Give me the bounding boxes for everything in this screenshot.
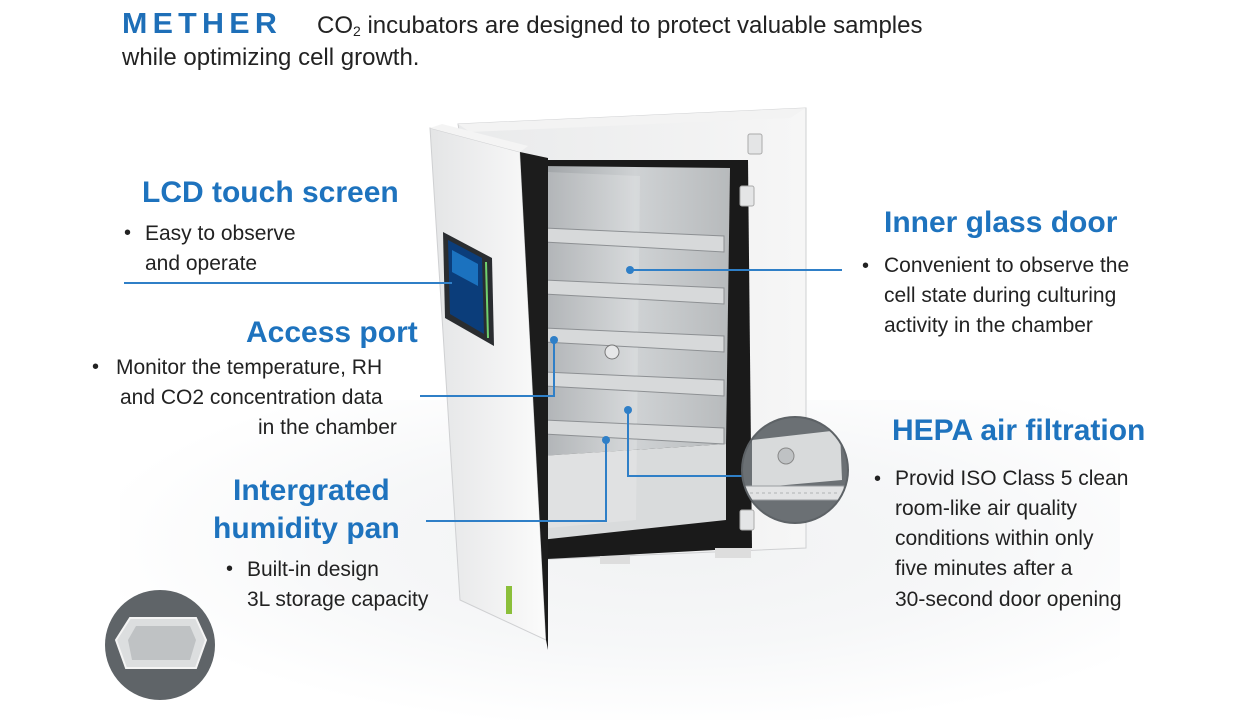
humidity-title-2: humidity pan <box>213 512 400 545</box>
outer-door <box>429 124 548 650</box>
glass-door-bullet: • <box>862 255 870 277</box>
hepa-line-1: Provid ISO Class 5 clean <box>895 467 1129 490</box>
connector-hepa-h <box>627 475 747 477</box>
tagline-co: CO <box>317 12 353 39</box>
connector-humidity-v <box>605 440 607 522</box>
connector-glass-door <box>630 269 842 271</box>
lcd-bullet: • <box>124 222 132 244</box>
lcd-line-2: and operate <box>145 252 258 275</box>
shelves <box>543 227 725 445</box>
humidity-line-1: Built-in design <box>247 558 379 581</box>
access-port-line-3: in the chamber <box>258 416 397 439</box>
tagline-subscript: 2 <box>353 23 361 39</box>
hepa-line-3: conditions within only <box>895 527 1094 550</box>
glass-door-line-2: cell state during culturing <box>884 284 1117 307</box>
humidity-bullet: • <box>226 558 234 580</box>
access-port-bullet: • <box>92 356 100 378</box>
lcd-line-1: Easy to observe <box>145 222 296 245</box>
access-port-line-2: and CO2 concentration data <box>120 386 383 409</box>
lcd-screen <box>443 232 494 346</box>
access-port-title: Access port <box>246 316 418 349</box>
humidity-title-1: Intergrated <box>233 474 390 507</box>
hepa-bullet: • <box>874 468 882 490</box>
tagline-line-1: CO2 incubators are designed to protect v… <box>317 12 922 40</box>
tagline-rest: incubators are designed to protect valua… <box>360 12 923 39</box>
glass-door-line-3: activity in the chamber <box>884 314 1093 337</box>
hepa-line-4: five minutes after a <box>895 557 1073 580</box>
tagline-line-2: while optimizing cell growth. <box>122 44 420 71</box>
hepa-title: HEPA air filtration <box>892 414 1146 447</box>
connector-humidity-h <box>426 520 606 522</box>
lcd-title: LCD touch screen <box>142 176 399 209</box>
connector-access-v <box>553 340 555 396</box>
glass-door-title: Inner glass door <box>884 206 1118 239</box>
connector-lcd <box>124 282 452 284</box>
hepa-line-5: 30-second door opening <box>895 588 1122 611</box>
hepa-line-2: room-like air quality <box>895 497 1078 520</box>
humidity-line-2: 3L storage capacity <box>247 588 429 611</box>
brand-logo: METHER <box>122 8 283 40</box>
glass-door-line-1: Convenient to observe the <box>884 254 1130 277</box>
connector-access-h <box>420 395 555 397</box>
access-port-line-1: Monitor the temperature, RH <box>116 356 383 379</box>
connector-hepa-v <box>627 410 629 476</box>
